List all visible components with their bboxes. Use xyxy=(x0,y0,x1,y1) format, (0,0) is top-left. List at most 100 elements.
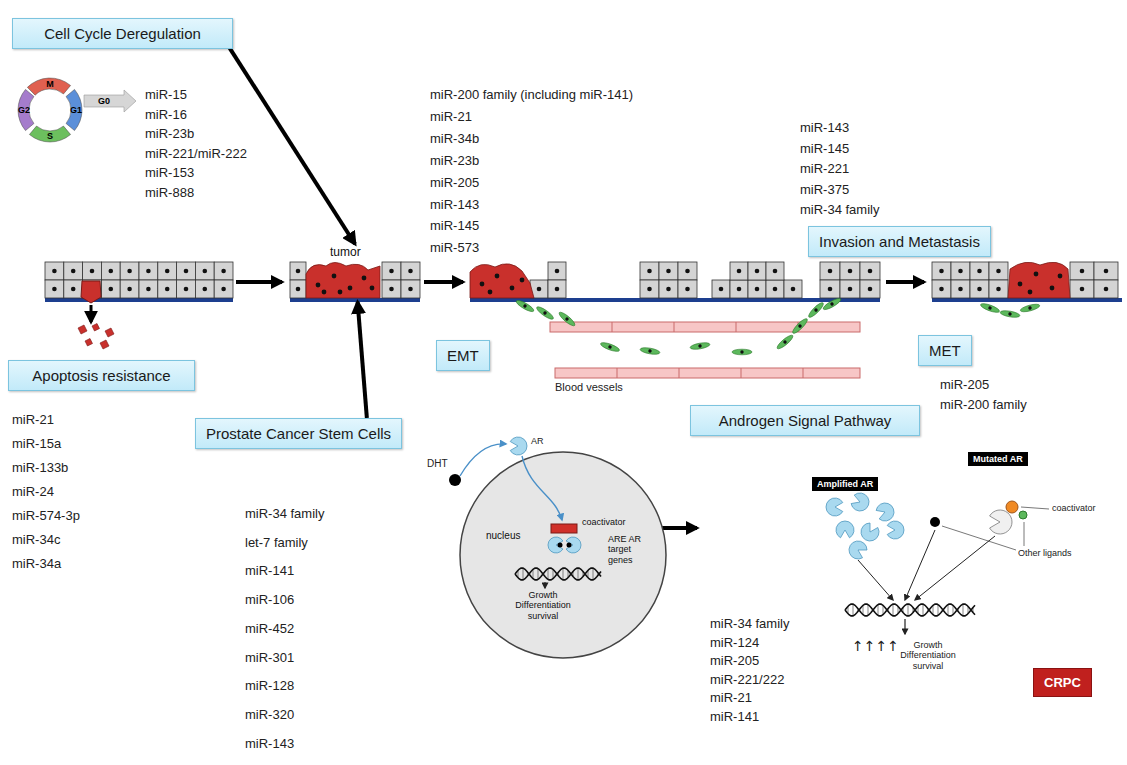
epithelial-cell xyxy=(1070,262,1094,280)
nucleus-outline xyxy=(460,452,666,658)
converging-line xyxy=(905,530,935,600)
nucleus-label: coactivator xyxy=(582,517,626,527)
cell-nucleus xyxy=(648,349,652,353)
epithelial-cell xyxy=(748,262,766,280)
mesenchymal-cell xyxy=(807,301,825,319)
cell-nucleus xyxy=(316,283,321,288)
process-box: Androgen Signal Pathway xyxy=(690,405,920,436)
mesenchymal-cell xyxy=(558,310,577,327)
epithelial-cell xyxy=(659,262,678,280)
dna-rung xyxy=(548,569,549,580)
cell-nucleus xyxy=(608,345,612,349)
androgen-receptor xyxy=(510,437,527,455)
apoptotic-fragment xyxy=(78,325,87,334)
androgen-receptor xyxy=(876,503,894,521)
cell-nucleus xyxy=(1080,269,1085,274)
node-label: Mutated AR xyxy=(973,454,1023,464)
cell-nucleus xyxy=(488,290,493,295)
epithelial-cell xyxy=(748,280,766,298)
cell-nucleus xyxy=(408,287,413,292)
nucleus-label: nucleus xyxy=(486,530,520,542)
cell-nucleus xyxy=(165,269,170,274)
cell-nucleus xyxy=(71,269,76,274)
cell-nucleus xyxy=(1058,274,1063,279)
apoptotic-fragment xyxy=(105,328,114,337)
cell-nucleus xyxy=(146,269,151,274)
mesenchymal-cell xyxy=(515,299,535,314)
mirna-label: miR-34 family xyxy=(710,617,789,632)
epithelial-cell xyxy=(214,262,233,280)
mirna-label: miR-143 xyxy=(430,198,479,213)
cell-nucleus xyxy=(647,287,652,292)
mirna-label: miR-23b xyxy=(430,154,479,169)
epithelial-cell xyxy=(678,262,697,280)
apoptotic-cell xyxy=(81,281,101,303)
mesenchymal-cell xyxy=(558,310,577,327)
androgen-receptor xyxy=(548,537,563,553)
dna-rung xyxy=(538,569,539,580)
node-label: Androgen Signal Pathway xyxy=(701,412,909,429)
androgen-receptor xyxy=(836,521,854,538)
cell-nucleus xyxy=(348,286,353,291)
mirna-label: miR-133b xyxy=(12,461,68,476)
cell-nucleus xyxy=(203,287,208,292)
mesenchymal-cell xyxy=(535,305,555,321)
dna-rung xyxy=(938,605,939,616)
tumor-mass xyxy=(1008,262,1070,298)
cell-nucleus xyxy=(666,269,671,274)
mirna-label: miR-34 family xyxy=(245,507,324,522)
cell-nucleus xyxy=(666,287,671,292)
ligand xyxy=(1019,511,1027,519)
coactivator xyxy=(1006,501,1018,513)
process-box: MET xyxy=(918,335,972,366)
cell-nucleus xyxy=(698,344,702,348)
epithelial-cell xyxy=(382,262,401,280)
cell-nucleus xyxy=(737,269,742,274)
mesenchymal-cell xyxy=(732,349,752,355)
binding-arrow xyxy=(460,444,506,476)
mesenchymal-cell xyxy=(980,302,1001,314)
mesenchymal-cell xyxy=(1020,303,1041,314)
epithelial-cell xyxy=(1070,280,1094,298)
annotation-label: DHT xyxy=(427,458,448,470)
cell-nucleus xyxy=(848,269,853,274)
cell-nucleus xyxy=(537,287,542,292)
cell-nucleus xyxy=(977,287,982,292)
epithelial-cell xyxy=(548,280,566,298)
cell-nucleus xyxy=(184,287,189,292)
epithelial-cell xyxy=(932,262,951,280)
dna-rung xyxy=(948,605,949,616)
epithelial-cell xyxy=(83,262,102,280)
epithelial-cell xyxy=(951,280,970,298)
epithelial-cell xyxy=(678,280,697,298)
epithelial-cell xyxy=(64,262,83,280)
cell-nucleus xyxy=(798,324,803,329)
epithelial-cell xyxy=(640,262,659,280)
epithelial-cell xyxy=(989,262,1008,280)
flow-arrow xyxy=(230,48,355,244)
cell-nucleus xyxy=(848,287,853,292)
epithelial-cell xyxy=(840,280,860,298)
blood-vessel xyxy=(555,368,860,378)
flow-arrow xyxy=(886,280,924,284)
cell-nucleus xyxy=(52,287,57,292)
mesenchymal-cell xyxy=(515,299,535,314)
epithelial-cell xyxy=(101,262,120,280)
epithelial-cell xyxy=(730,280,748,298)
blood-vessel xyxy=(550,322,860,332)
vessel-segment xyxy=(741,368,742,378)
mirna-label: miR-143 xyxy=(245,737,294,752)
dht-ligand xyxy=(558,543,563,548)
cell-nucleus xyxy=(755,287,760,292)
cell-nucleus xyxy=(184,269,189,274)
cell-nucleus xyxy=(127,269,132,274)
mesenchymal-cell xyxy=(822,297,842,312)
cell-nucleus xyxy=(165,287,170,292)
cell-nucleus xyxy=(685,269,690,274)
epithelial-cell xyxy=(640,280,659,298)
epithelial-cell xyxy=(177,280,196,298)
epithelial-cell xyxy=(139,262,158,280)
cell-nucleus xyxy=(773,287,778,292)
flow-arrow xyxy=(424,280,463,284)
androgen-receptor xyxy=(887,521,904,539)
